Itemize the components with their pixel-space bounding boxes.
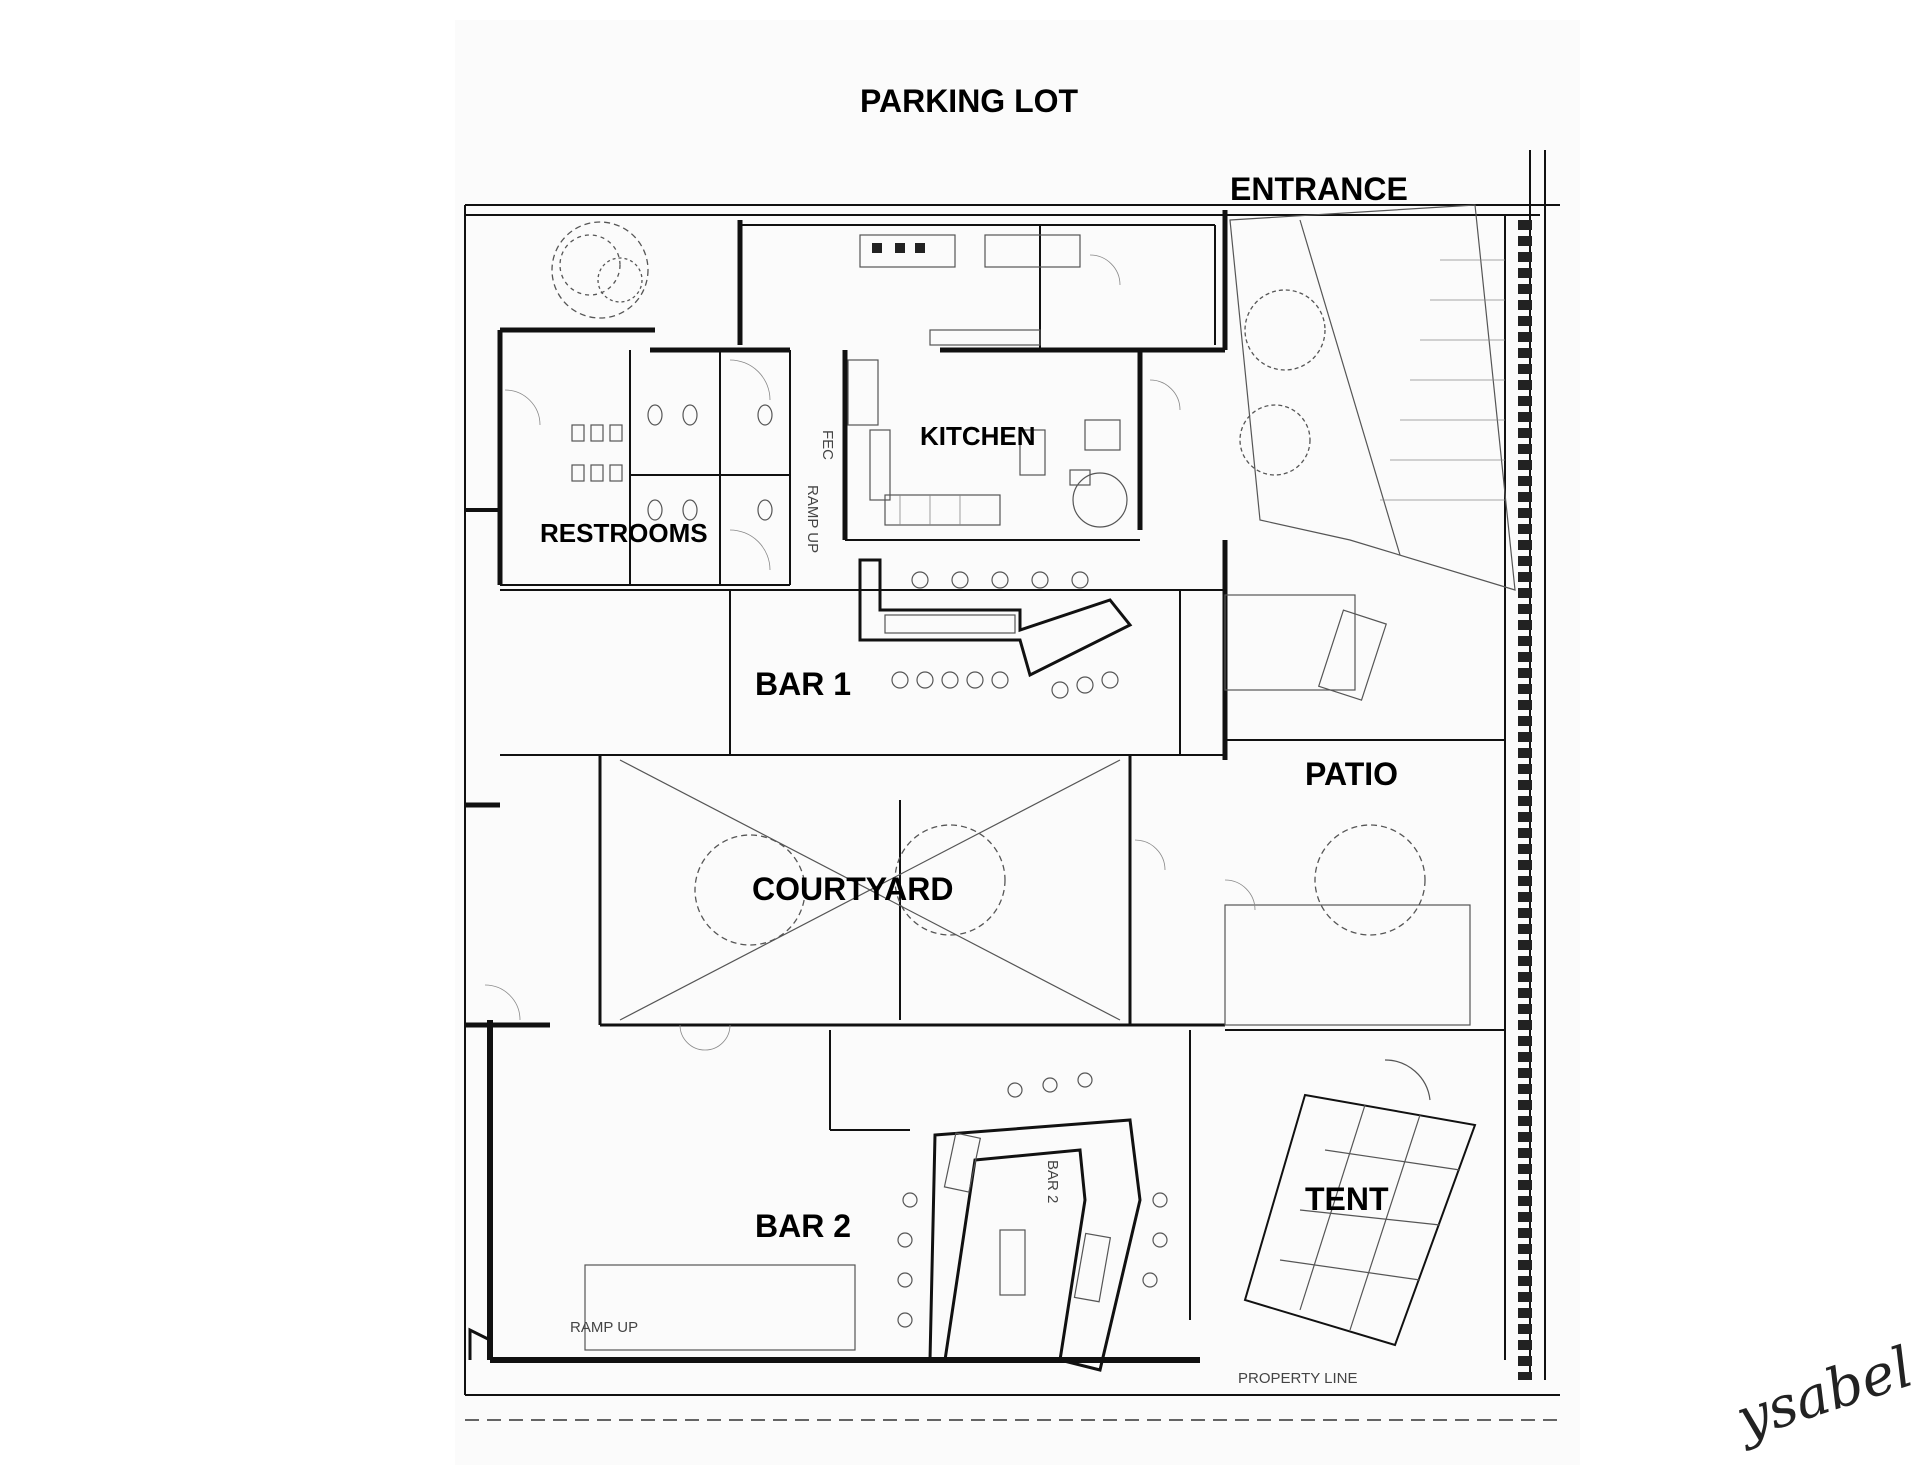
scan-background [455, 20, 1580, 1465]
tent-label: TENT [1305, 1181, 1389, 1217]
restrooms-label: RESTROOMS [540, 518, 708, 548]
building-outline [464, 150, 1560, 1396]
bar2-label: BAR 2 [755, 1208, 851, 1244]
property-line-label: PROPERTY LINE [1238, 1370, 1358, 1387]
courtyard-walls [465, 755, 1225, 1028]
restroom-fixtures [504, 359, 773, 571]
ramp-up-note-2: RAMP UP [570, 1319, 638, 1336]
bar2-counter [897, 1072, 1168, 1372]
tent-structure [1243, 1059, 1477, 1347]
patio-walls [1224, 594, 1505, 1031]
bar2-walls [468, 1030, 1191, 1360]
courtyard-label: COURTYARD [752, 871, 954, 907]
entrance-ramp [1229, 204, 1516, 591]
entrance-label: ENTRANCE [1230, 171, 1408, 207]
bar1-label: BAR 1 [755, 666, 851, 702]
ramp-up-note: RAMP UP [804, 485, 821, 553]
restroom-walls [465, 327, 791, 586]
fec-note: FEC [819, 430, 836, 460]
door-swings [484, 254, 1256, 1051]
parking-lot-label: PARKING LOT [860, 83, 1079, 119]
bar2-note: BAR 2 [1044, 1160, 1061, 1203]
kitchen-equipment [847, 234, 1128, 528]
patio-tree [1314, 824, 1426, 936]
signature: ysabel [1726, 1335, 1920, 1454]
courtyard-trees [694, 824, 1006, 946]
patio-label: PATIO [1305, 756, 1398, 792]
kitchen-label: KITCHEN [920, 421, 1036, 451]
bar1-counter [858, 558, 1133, 699]
tree-icon [551, 221, 649, 319]
kitchen-walls [737, 210, 1228, 541]
